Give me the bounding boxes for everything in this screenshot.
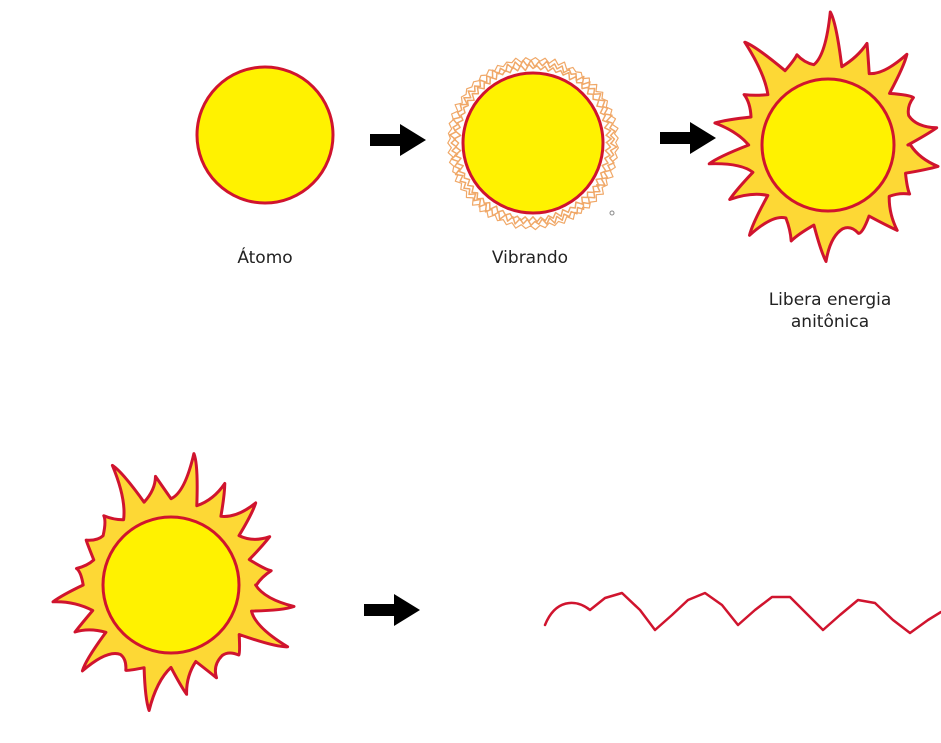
arrow-right-icon <box>370 124 426 156</box>
release-label-line1: Libera energia <box>750 290 910 310</box>
energy-atom-core <box>762 79 894 211</box>
release-label-line2: anitônica <box>750 312 910 332</box>
energy-release-atom <box>709 12 938 262</box>
vibrating-atom-circle <box>463 73 603 213</box>
atom-label: Átomo <box>215 248 315 268</box>
vibrating-atom <box>448 58 619 230</box>
small-dot <box>610 211 614 215</box>
arrow-right-icon <box>364 594 420 626</box>
atom-circle <box>197 67 333 203</box>
large-energy-atom-core <box>103 517 239 653</box>
arrow-right-icon <box>660 122 716 154</box>
energy-wave <box>545 593 941 633</box>
large-energy-atom <box>53 454 294 711</box>
vibrating-label: Vibrando <box>470 248 590 268</box>
